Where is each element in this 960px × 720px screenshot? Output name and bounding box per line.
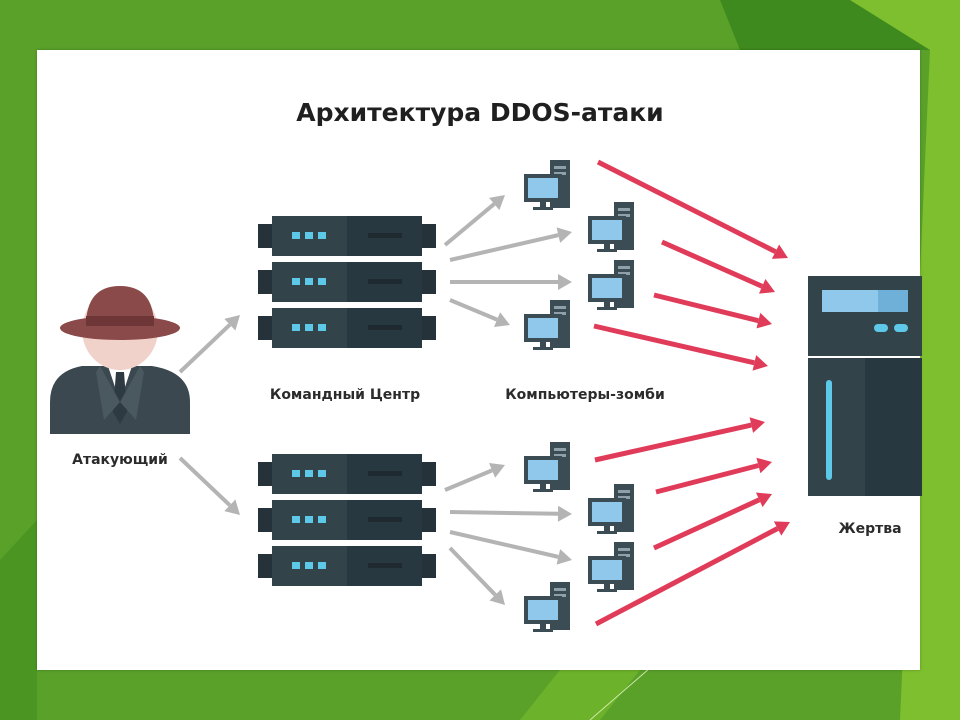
control-arrow [178,315,240,374]
attack-arrow [655,457,772,495]
attacker-label: Атакующий [72,452,168,468]
attack-arrow [594,521,790,627]
attack-arrow [594,417,765,463]
victim-server-icon [808,276,922,496]
command-server-top-icon [258,216,436,348]
attack-arrow [596,159,788,259]
zombie-pc-icon [588,484,634,534]
control-arrow [178,456,240,515]
control-arrow [444,463,505,492]
control-arrow [449,530,572,565]
slide-card [37,50,920,670]
attack-arrow [653,292,772,329]
zombie-pc-icon [524,300,570,350]
diagram-title: Архитектура DDOS-атаки [296,98,664,127]
control-arrow [449,505,572,522]
victim-label: Жертва [838,521,902,537]
control-arrow [449,227,572,262]
attacker-icon [50,286,190,434]
arrow-layer [178,159,790,627]
command-server-bottom-icon [258,454,436,586]
attack-arrow [660,239,775,294]
zombie-pc-icon [524,160,570,210]
zombie-pc-icon [524,442,570,492]
zombie-pc-icon [588,202,634,252]
control-arrow [443,195,505,247]
zombie-pc-icon [588,260,634,310]
control-arrow [450,274,572,290]
zombie-pc-icon [524,582,570,632]
attack-arrow [652,492,772,551]
command-center-label: Командный Центр [269,387,421,403]
control-arrow [449,298,510,327]
control-arrow [448,546,505,605]
attack-arrow [593,323,768,371]
zombies-label: Компьютеры-зомби [505,387,665,403]
zombie-pc-icon [588,542,634,592]
